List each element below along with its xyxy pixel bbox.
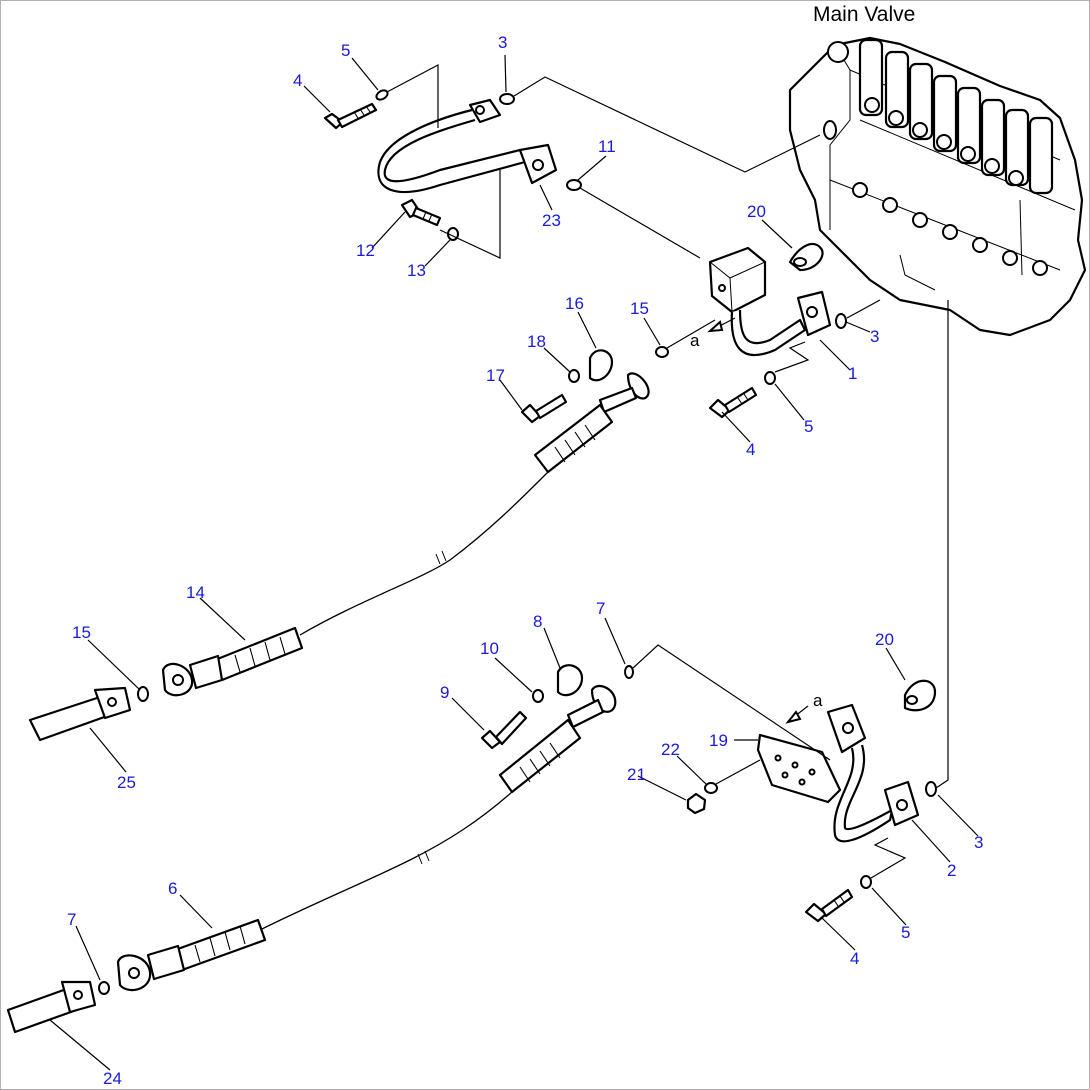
bolt-17 (520, 393, 568, 424)
cable-14-upper-end (533, 372, 650, 474)
bracket-25 (28, 686, 132, 742)
assembly-lines (386, 64, 949, 879)
washer-18 (568, 369, 580, 383)
callout-10: 10 (480, 639, 499, 658)
o-ring-7-upper (624, 665, 634, 679)
callout-9: 9 (440, 683, 449, 702)
callout-5: 5 (804, 417, 813, 436)
cable-6-lower-end (116, 918, 267, 992)
main-valve-body (788, 36, 1087, 337)
bolt-4-lower (804, 888, 854, 923)
callout-15: 15 (72, 623, 91, 642)
clip-20-lower (903, 679, 937, 712)
callout-4: 4 (293, 71, 302, 90)
cable-14-wire (299, 471, 549, 636)
callout-5: 5 (341, 41, 350, 60)
o-ring-7-lower (98, 981, 110, 995)
junction-block (708, 246, 767, 314)
callout-3: 3 (974, 833, 983, 852)
bolt-4-upper (323, 102, 378, 130)
callout-12: 12 (356, 241, 375, 260)
washer-5-upper (375, 89, 389, 101)
callout-4: 4 (850, 949, 859, 968)
marker-a-upper: a (690, 331, 700, 350)
cable-6-upper-end (498, 684, 617, 794)
washer-10 (532, 689, 544, 703)
cable-6-wire (259, 791, 513, 931)
o-ring-3-lower (925, 781, 937, 797)
plate-19 (756, 733, 842, 804)
callout-20: 20 (747, 202, 766, 221)
washer-5-middle (764, 371, 776, 385)
callout-18: 18 (527, 332, 546, 351)
callout-4: 4 (746, 440, 755, 459)
bolt-4-middle (708, 386, 758, 419)
callout-1: 1 (848, 364, 857, 383)
cable-14-lower-end (161, 626, 304, 697)
clamp-16 (588, 349, 614, 382)
nut-21 (686, 792, 707, 815)
callout-14: 14 (186, 583, 205, 602)
callout-15: 15 (630, 299, 649, 318)
callout-23: 23 (542, 211, 561, 230)
callout-16: 16 (565, 294, 584, 313)
callout-6: 6 (168, 879, 177, 898)
cable-14-break (435, 550, 447, 565)
callout-22: 22 (661, 740, 680, 759)
cable-6-break (417, 850, 430, 865)
callout-17: 17 (486, 366, 505, 385)
clamp-8 (556, 664, 584, 697)
elbow-tube-23 (377, 98, 558, 193)
callout-3: 3 (498, 33, 507, 52)
callout-5: 5 (901, 923, 910, 942)
o-ring-15-upper (655, 346, 669, 358)
clip-20-upper (788, 242, 824, 272)
callout-21: 21 (627, 765, 646, 784)
o-ring-11 (566, 179, 582, 191)
bracket-24 (6, 980, 97, 1034)
callout-24: 24 (103, 1069, 122, 1088)
callout-7: 7 (67, 910, 76, 929)
callout-19: 19 (709, 731, 728, 750)
callout-25: 25 (117, 773, 136, 792)
callout-8: 8 (533, 612, 542, 631)
callout-7: 7 (596, 599, 605, 618)
callout-20: 20 (875, 630, 894, 649)
callout-3: 3 (870, 327, 879, 346)
direction-arrow-a-lower (785, 705, 809, 724)
bolt-9 (480, 710, 528, 750)
direction-arrow-a-upper (707, 317, 736, 333)
o-ring-3-right (835, 313, 847, 329)
callout-11: 11 (598, 137, 616, 156)
leader-lines (49, 54, 979, 1071)
washer-5-lower (860, 875, 872, 889)
washer-22 (704, 782, 718, 794)
tube-2 (826, 703, 920, 843)
tube-1 (730, 290, 832, 357)
callout-labels: 4 5 3 11 23 12 13 20 15 3 16 18 17 1 5 4… (67, 33, 983, 1088)
o-ring-3-upper (499, 93, 515, 105)
o-ring-15-lower (137, 686, 149, 702)
marker-a-lower: a (813, 691, 823, 710)
bolt-12 (400, 198, 442, 227)
callout-13: 13 (407, 261, 426, 280)
callout-2: 2 (947, 861, 956, 880)
main-valve-title: Main Valve (813, 3, 915, 26)
